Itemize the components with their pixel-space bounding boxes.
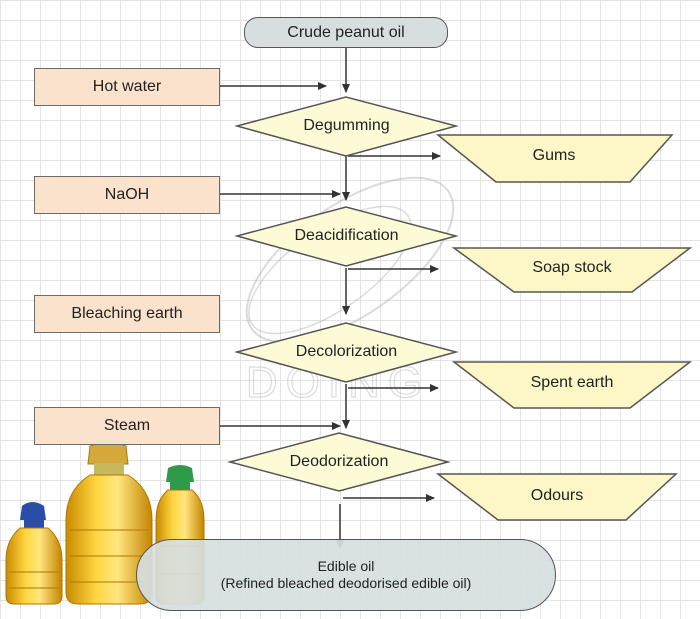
spent-earth-shape	[451, 361, 693, 409]
input-label-naoh: NaOH	[104, 186, 150, 203]
input-box-bleaching-earth: Bleaching earth	[34, 295, 220, 333]
input-box-hot-water: Hot water	[34, 68, 220, 106]
soap-stock-shape	[451, 247, 693, 293]
input-label-bleaching-earth: Bleaching earth	[71, 305, 183, 322]
input-label-steam: Steam	[103, 417, 151, 434]
deacidification-diamond	[234, 206, 459, 267]
oil-bottles-illustration	[5, 442, 205, 605]
small-bottle-icon	[5, 502, 63, 605]
input-box-naoh: NaOH	[34, 176, 220, 214]
odours-shape	[435, 473, 678, 521]
deodorization-diamond	[227, 432, 451, 492]
start-node-crude-peanut-oil: Crude peanut oil	[244, 17, 448, 48]
start-label: Crude peanut oil	[287, 23, 405, 41]
gums-shape	[435, 134, 674, 183]
end-label-line2: (Refined bleached deodorised edible oil)	[220, 575, 472, 591]
large-bottle-icon	[65, 442, 153, 605]
input-box-steam: Steam	[34, 407, 220, 445]
decolorization-diamond	[234, 322, 459, 383]
end-label-line1: Edible oil	[317, 558, 375, 575]
degumming-diamond	[234, 96, 459, 157]
input-label-hot-water: Hot water	[92, 78, 162, 95]
end-node-edible-oil: Edible oil (Refined bleached deodorised …	[136, 539, 556, 611]
